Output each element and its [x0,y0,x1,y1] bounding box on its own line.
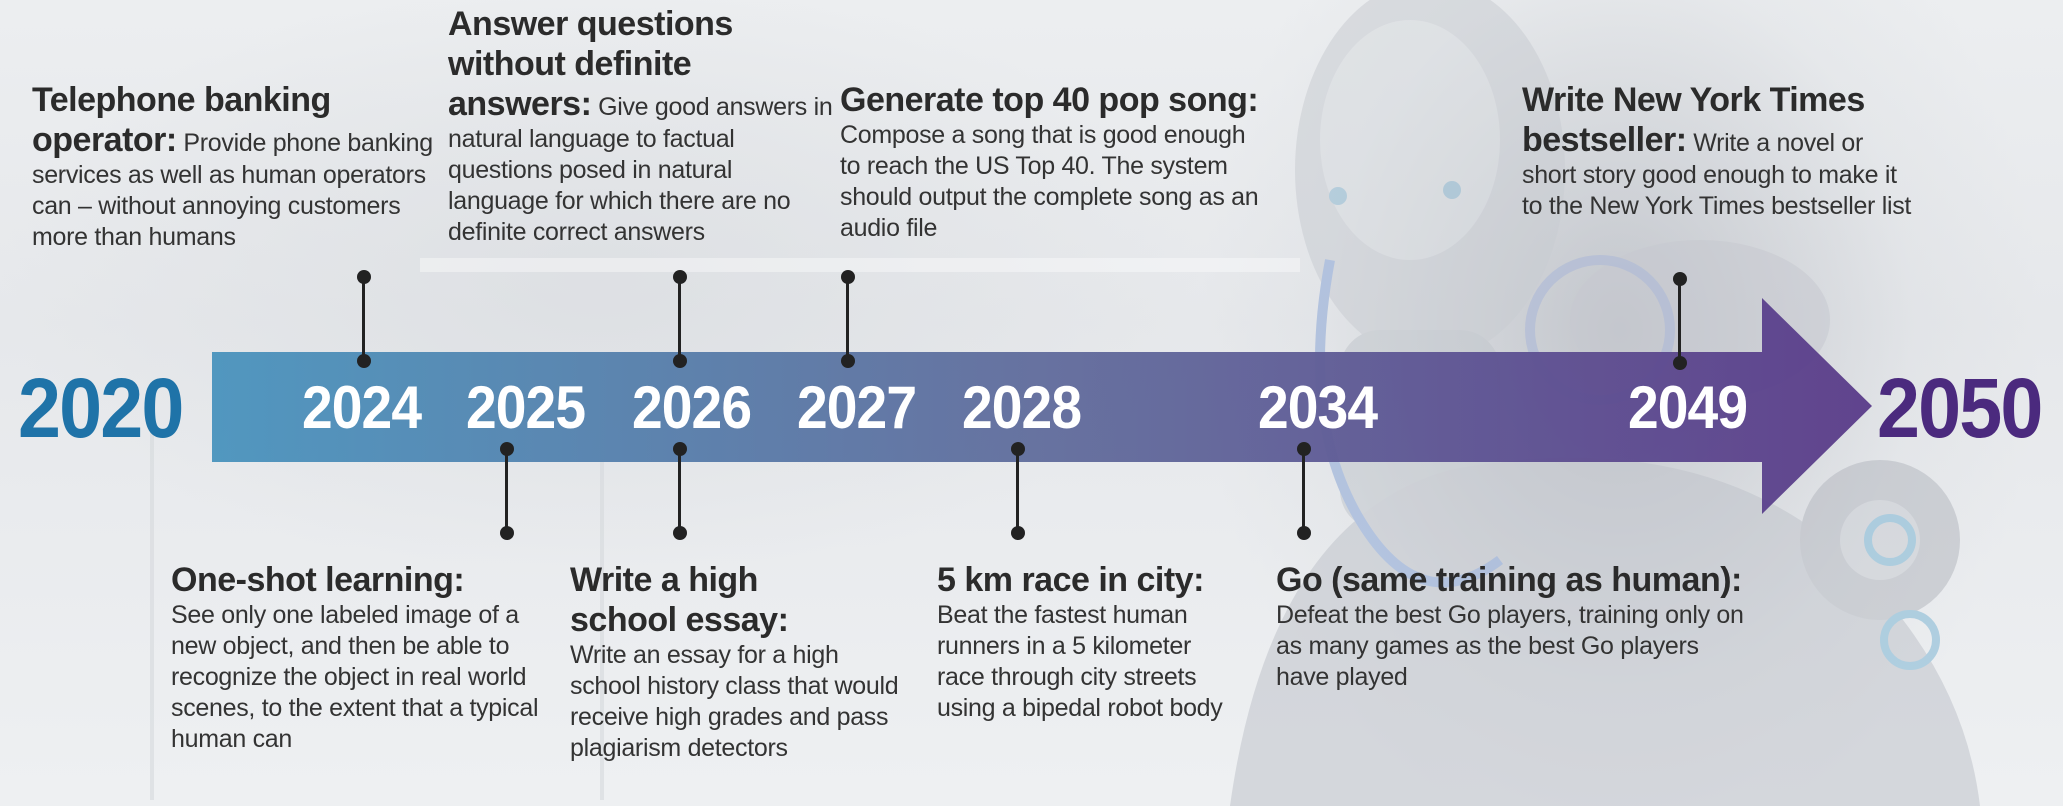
year-label-2034: 2034 [1258,374,1378,441]
event-description: Write a novel or short story good enough… [1522,129,1912,220]
connector-line-2049 [1678,279,1681,362]
end-year-label: 2050 [1877,361,2043,455]
connector-line-2028 [1016,449,1019,532]
connector-line-2025 [505,449,508,532]
event-title: 5 km race in city: [937,561,1204,599]
event-description: Beat the fastest human runners in a 5 ki… [937,601,1223,722]
event-title: Generate top 40 pop song: [840,81,1259,119]
event-description: Provide phone banking services as well a… [32,129,433,251]
start-year-label: 2020 [18,361,184,455]
connector-dot [1673,356,1687,370]
event-description: See only one labeled image of a new obje… [171,601,539,753]
event-description: Defeat the best Go players, training onl… [1276,601,1744,691]
event-pop-song: Generate top 40 pop song: Compose a song… [840,80,1260,244]
event-one-shot-learning: One-shot learning: See only one labeled … [171,560,551,755]
event-description: Compose a song that is good enough to re… [840,121,1259,242]
event-title: Answer questions without definite answer… [448,5,733,123]
year-label-2028: 2028 [962,374,1082,441]
connector-line-2026-top [678,277,681,360]
event-high-school-essay: Write a high school essay: Write an essa… [570,560,900,764]
connector-line-2024 [362,277,365,360]
year-label-2049: 2049 [1628,374,1748,441]
event-title: Telephone banking operator: [32,81,331,159]
event-5km-race: 5 km race in city: Beat the fastest huma… [937,560,1237,724]
event-description: Give good answers in natural language to… [448,93,833,246]
year-label-2027: 2027 [797,374,917,441]
connector-dot [357,354,371,368]
year-label-2024: 2024 [302,374,422,441]
connector-dot [1297,526,1311,540]
event-description: Write an essay for a high school history… [570,641,899,762]
connector-line-2027 [846,277,849,360]
event-title: Go (same training as human): [1276,561,1742,599]
event-title: One-shot learning: [171,561,465,599]
connector-dot [673,354,687,368]
connector-dot [500,526,514,540]
event-go-training: Go (same training as human): Defeat the … [1276,560,1766,693]
event-title: Write New York Times bestseller: [1522,81,1865,159]
connector-dot [673,526,687,540]
event-answer-questions: Answer questions without definite answer… [448,4,838,248]
connector-line-2026-bottom [678,449,681,532]
connector-line-2034 [1302,449,1305,532]
connector-dot [841,354,855,368]
event-telephone-banking: Telephone banking operator: Provide phon… [32,80,452,253]
event-bestseller: Write New York Times bestseller: Write a… [1522,80,1922,222]
event-title: Write a high school essay: [570,561,789,639]
connector-dot [1011,526,1025,540]
year-label-2026: 2026 [632,374,752,441]
year-label-2025: 2025 [466,374,586,441]
